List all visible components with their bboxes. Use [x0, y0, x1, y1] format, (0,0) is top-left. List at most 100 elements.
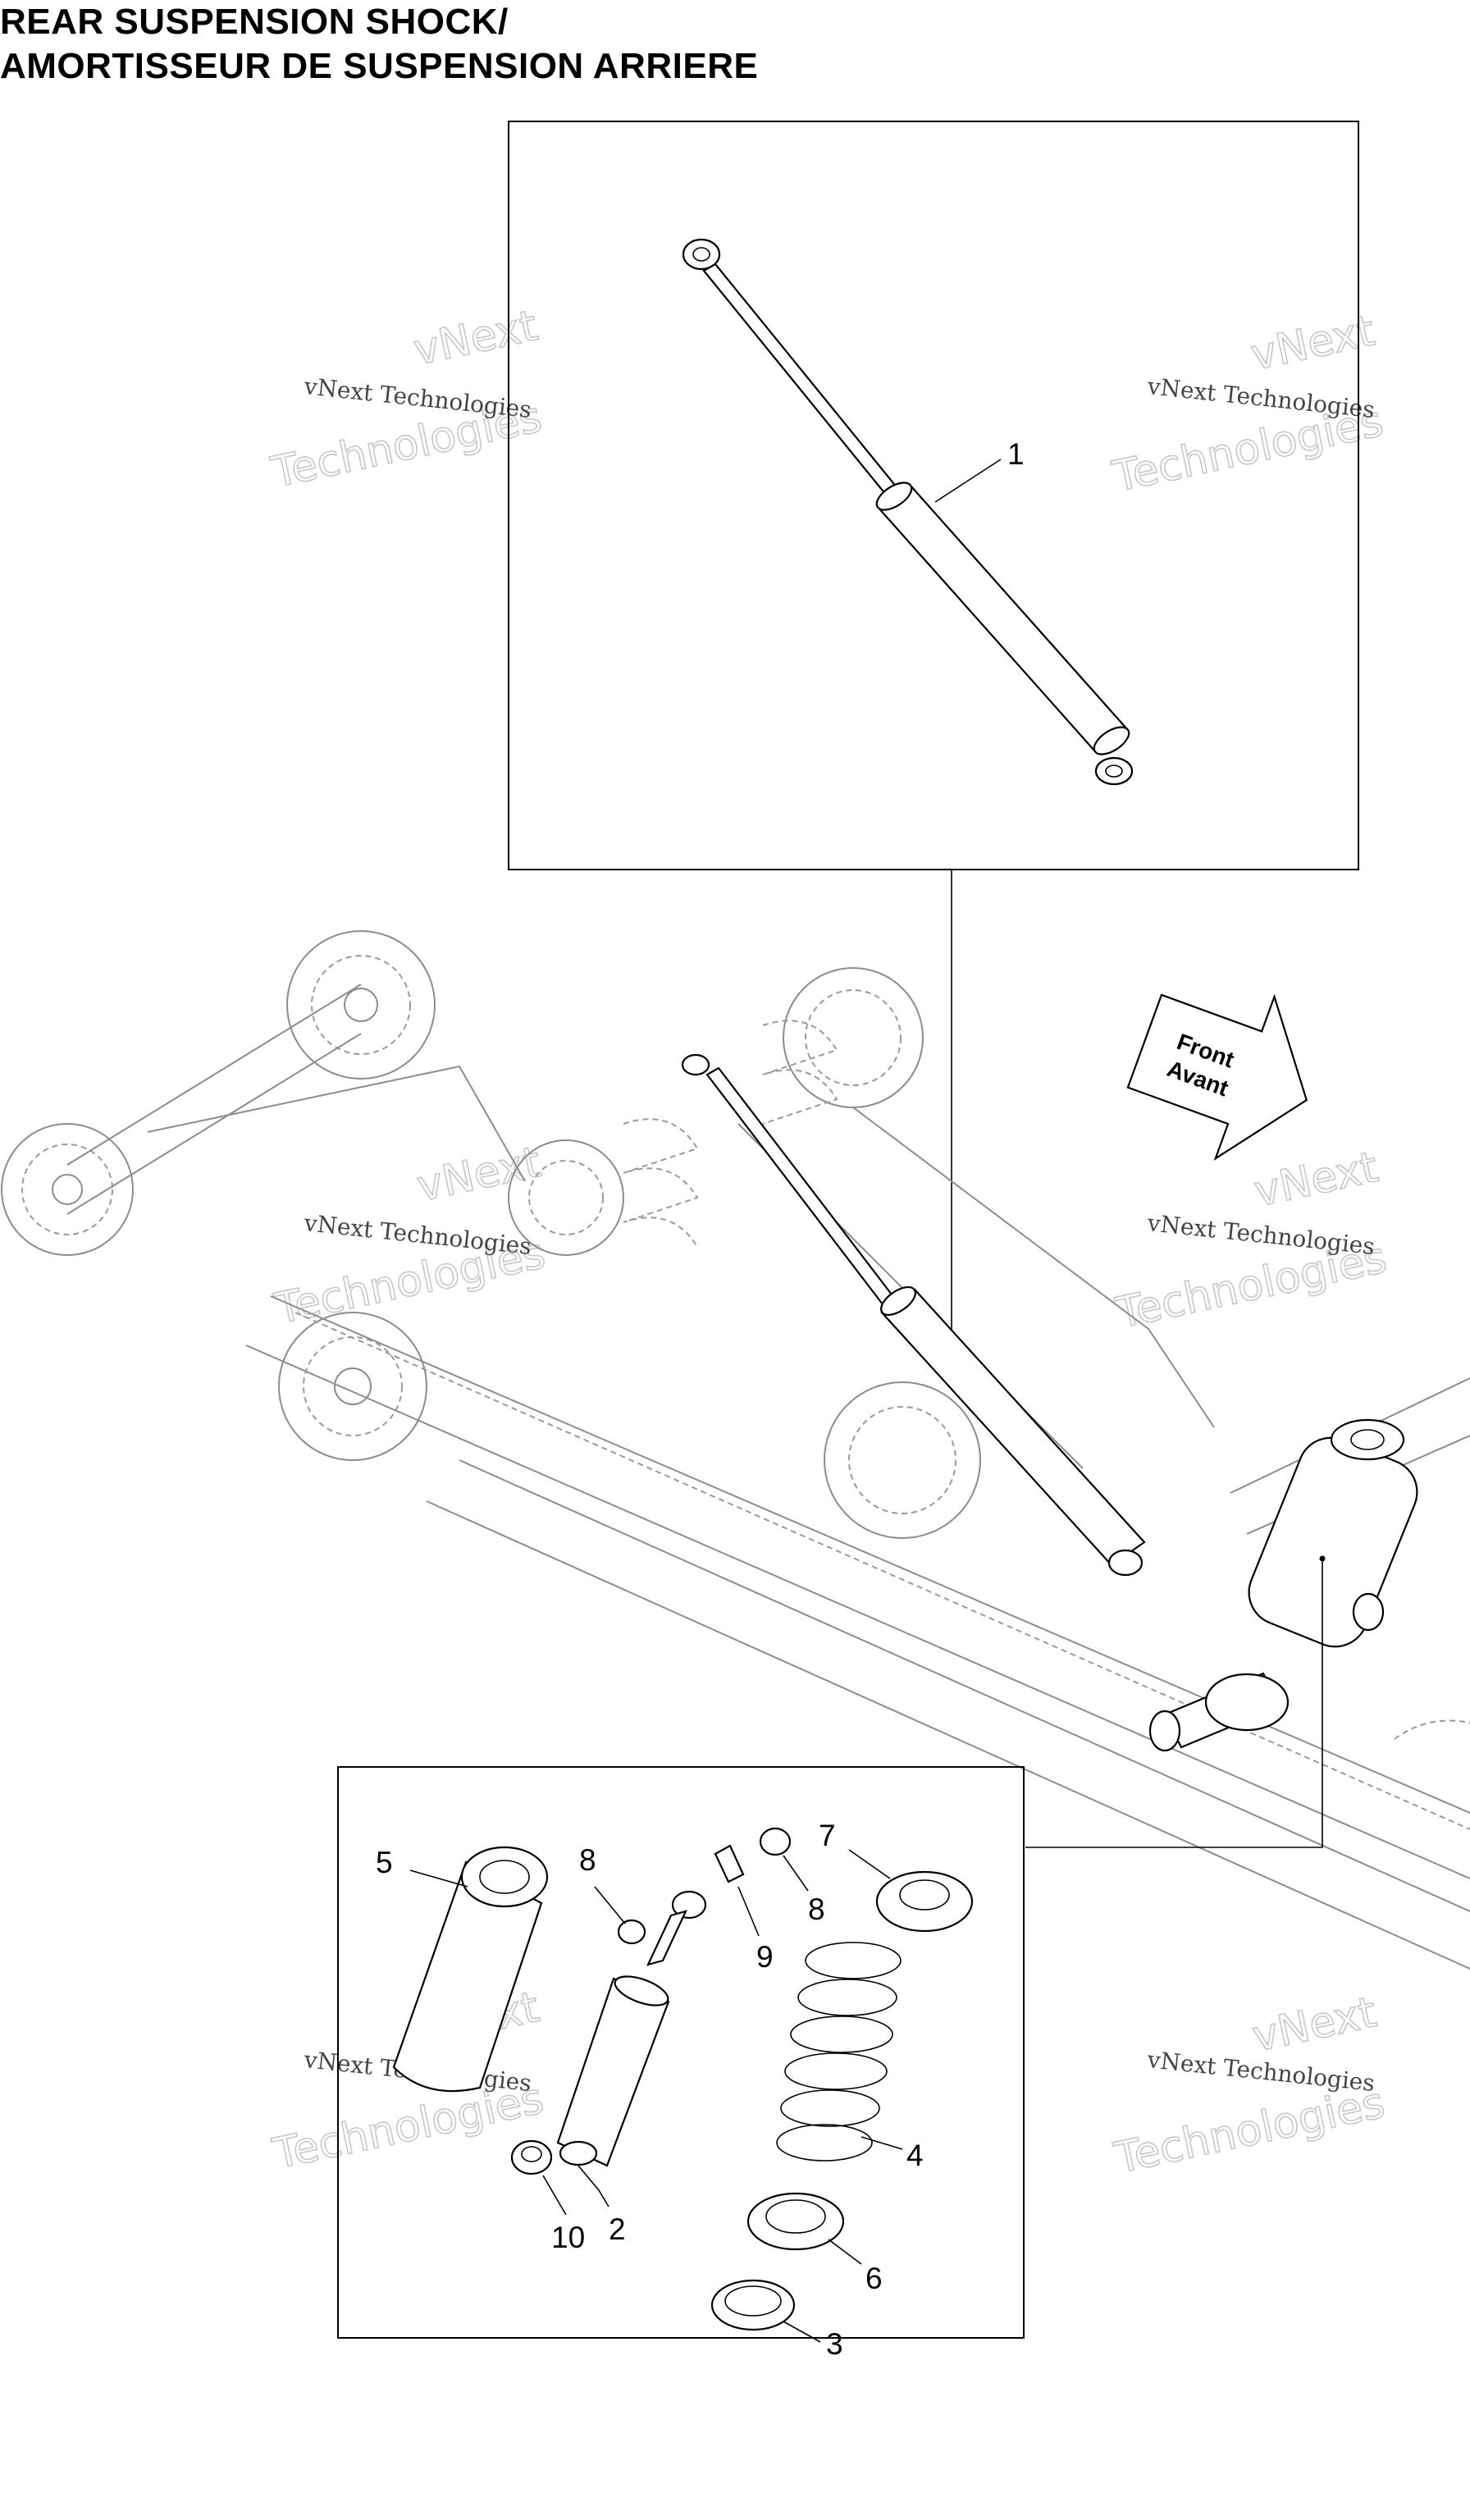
installed-shock-rod: [705, 1066, 896, 1306]
watermark-big-vnext: vNext: [413, 1138, 545, 1212]
watermark-small: vNext Technologies: [1145, 1209, 1376, 1260]
front-shock-rod: [646, 1910, 688, 1966]
part-2-front-shock-absorber: [556, 1890, 707, 2167]
front-arrow-shape: [1126, 993, 1308, 1162]
leader-line-5: [409, 1869, 468, 1888]
callout-7: 7: [819, 1819, 836, 1852]
callout-9: 9: [756, 1940, 774, 1974]
installed-shock-top-cap: [880, 1285, 916, 1317]
front-arm-upper: [852, 1107, 1215, 1428]
leader-line-4: [861, 2136, 903, 2150]
front-shock-lower-clevis: [559, 2140, 598, 2166]
upper-torsion-spring: [762, 1020, 838, 1125]
spring-cover-top: [460, 1846, 549, 1908]
diagram-title: REAR SUSPENSION SHOCK/ AMORTISSEUR DE SU…: [0, 0, 1148, 89]
rear-idler-wheel-lower: [278, 1312, 427, 1461]
shock-upper-eye: [682, 238, 721, 271]
middle-torsion-spring: [623, 1118, 699, 1248]
installed-spring-cover-top: [1330, 1418, 1405, 1461]
title-line-english: REAR SUSPENSION SHOCK/: [0, 2, 509, 42]
rear-idler-wheel-upper-inner: [311, 955, 411, 1055]
leader-line-10: [542, 2175, 567, 2216]
part-6-spring-seat: [746, 2192, 845, 2251]
watermark-big-vnext: vNext: [1249, 1988, 1381, 2061]
watermark-big-vnext: vNext: [1250, 1143, 1382, 1217]
part-10-bushing: [510, 2139, 553, 2175]
part-9-sleeve: [714, 1844, 745, 1883]
watermark-big-vnext: vNext: [409, 301, 541, 375]
part-7-spring-stopper: [875, 1870, 974, 1933]
sleeve-9: [714, 1844, 745, 1883]
callout-6: 6: [865, 2262, 883, 2295]
shock-rod: [702, 262, 902, 500]
coil-turn-5: [780, 2089, 880, 2127]
coil-turn-6: [776, 2124, 873, 2162]
lower-front-wheel: [824, 1381, 981, 1539]
rear-axle-top: [66, 984, 362, 1166]
watermark-small: vNext Technologies: [1145, 372, 1376, 423]
slide-rail-second-top: [459, 1459, 1470, 1912]
slide-rail-top-edge: [270, 1295, 1470, 1814]
slide-rail-second-bottom: [426, 1500, 1470, 1970]
middle-wheel-inner: [528, 1160, 604, 1235]
detail-frame-shock-absorber: [508, 121, 1359, 870]
connector-dot: [1319, 1555, 1326, 1562]
spring-cover-body: [392, 1860, 543, 2093]
leader-line-6: [828, 2239, 862, 2265]
middle-wheel: [508, 1139, 624, 1256]
installed-spring-cover: [1248, 1436, 1418, 1648]
bushing-10: [510, 2139, 553, 2175]
shock-lower-eye-hole: [1105, 765, 1123, 778]
installed-front-shock-assembly: [1148, 1418, 1418, 1752]
callout-10: 10: [551, 2221, 585, 2254]
watermark-big-technologies: Technologies: [1110, 2079, 1389, 2184]
installed-shock-lower-mount: [1204, 1673, 1290, 1732]
spring-seat-6: [746, 2192, 845, 2251]
shock-lower-eye: [1094, 756, 1134, 786]
part-8-bushing-right: [759, 1827, 792, 1856]
installed-rear-shock: [681, 1053, 1146, 1577]
shock-body: [876, 484, 1130, 753]
leader-line-7: [848, 1849, 891, 1879]
spring-cover-top-hole: [479, 1860, 530, 1894]
leader-line-1: [934, 459, 1002, 503]
rear-suspension-assembly: [1, 930, 1470, 1970]
rear-arm: [147, 1065, 526, 1182]
leader-line-2: [578, 2165, 609, 2207]
callout-8-right: 8: [808, 1892, 825, 1926]
front-direction-arrow: Front Avant: [1126, 993, 1308, 1162]
spring-seat-6-hole: [765, 2199, 826, 2234]
spring-stopper-7-hole: [899, 1879, 950, 1911]
bushing-8-left: [617, 1919, 646, 1945]
spring-stopper-7: [875, 1870, 974, 1933]
connector-assembly-to-lower-detail: [1025, 1559, 1323, 1848]
slide-rail-mid: [294, 1312, 1470, 1830]
callout-5: 5: [376, 1846, 393, 1879]
watermark-small: vNext Technologies: [302, 372, 532, 423]
coil-turn-2: [797, 1979, 897, 2016]
rear-idler-wheel-upper: [286, 930, 436, 1080]
leader-line-8-left: [594, 1886, 626, 1924]
rear-idler-wheel-lower-hub: [334, 1367, 372, 1405]
shock-absorber-detail: [682, 238, 1134, 786]
slide-rail-bottom-edge: [245, 1344, 1470, 1879]
callout-3: 3: [826, 2327, 843, 2361]
bushing-10-hole: [521, 2146, 542, 2162]
shock-body-top-cap: [875, 482, 913, 511]
coil-turn-4: [784, 2052, 888, 2090]
rear-idler-wheel-left: [1, 1123, 134, 1256]
callout-1: 1: [1007, 437, 1025, 471]
coil-turn-1: [805, 1942, 902, 1979]
part-3-adjusting-ring: [710, 2279, 796, 2331]
installed-shock-side-bushing: [1352, 1592, 1385, 1632]
callout-2: 2: [609, 2212, 626, 2246]
front-shock-body-top: [614, 1975, 669, 2006]
installed-shock-body: [880, 1288, 1146, 1567]
adjusting-ring-3: [710, 2279, 796, 2331]
installed-shock-upper-eye: [681, 1053, 710, 1076]
upper-front-wheel: [783, 967, 924, 1108]
rear-idler-wheel-lower-inner: [303, 1336, 403, 1436]
front-shock-upper-eye: [671, 1890, 707, 1920]
shock-upper-eye-hole: [692, 247, 710, 262]
installed-shock-lower-eye: [1107, 1549, 1144, 1577]
